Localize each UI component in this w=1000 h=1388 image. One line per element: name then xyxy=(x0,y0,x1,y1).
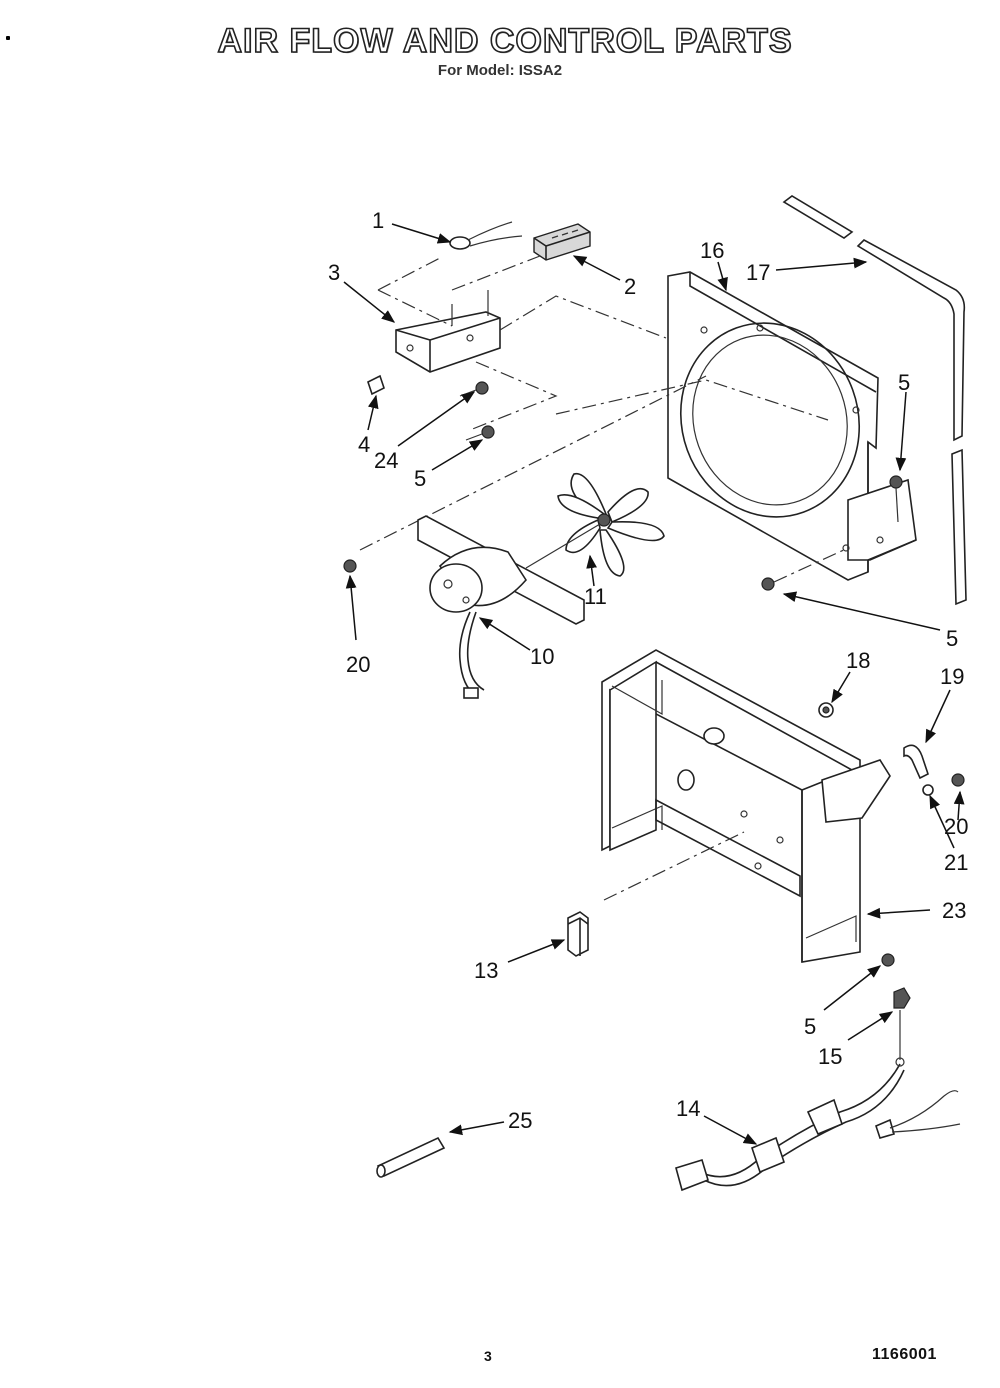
grommet-part-18 xyxy=(818,702,834,718)
callout-20-right: 20 xyxy=(944,814,968,839)
clip-part-4 xyxy=(367,374,385,396)
callout-2: 2 xyxy=(624,274,636,299)
screw-part-5-left xyxy=(465,425,495,441)
callout-25: 25 xyxy=(508,1108,532,1133)
callout-5-lower: 5 xyxy=(946,626,958,651)
callout-21: 21 xyxy=(944,850,968,875)
control-block-part-2 xyxy=(533,223,591,261)
screw-part-5-right xyxy=(889,475,903,523)
page-title: AIR FLOW AND CONTROL PARTS xyxy=(217,21,793,61)
seal-strips-part-17 xyxy=(782,195,967,606)
callout-5-left: 5 xyxy=(414,466,426,491)
callout-10: 10 xyxy=(530,644,554,669)
fan-blade-part-11 xyxy=(557,472,665,577)
bracket-part-3 xyxy=(377,255,667,431)
callout-3: 3 xyxy=(328,260,340,285)
hose-part-19 xyxy=(903,744,929,780)
callout-24: 24 xyxy=(374,448,398,473)
shroud-panel-part-16 xyxy=(359,271,917,581)
callout-17: 17 xyxy=(746,260,770,285)
lamp-part-1 xyxy=(449,221,523,250)
callout-5-right: 5 xyxy=(898,370,910,395)
screw-part-5-bottom xyxy=(881,953,895,967)
nut-part-15 xyxy=(893,987,911,1060)
callout-15: 15 xyxy=(818,1044,842,1069)
callout-13: 13 xyxy=(474,958,498,983)
callout-19: 19 xyxy=(940,664,964,689)
callout-20-left: 20 xyxy=(346,652,370,677)
callout-18: 18 xyxy=(846,648,870,673)
switch-part-13 xyxy=(567,911,589,957)
callout-numbers: 1 2 3 4 24 5 16 17 5 5 11 10 20 18 19 20… xyxy=(328,208,968,1133)
tube-part-25 xyxy=(376,1136,446,1178)
callout-1: 1 xyxy=(372,208,384,233)
screw-part-5-lower xyxy=(761,547,849,591)
screw-part-24 xyxy=(459,381,489,397)
callout-11: 11 xyxy=(584,584,607,609)
callout-5-bottom: 5 xyxy=(804,1014,816,1039)
power-cord-part-14 xyxy=(675,1057,961,1192)
screw-part-20-right xyxy=(951,773,965,787)
callout-14: 14 xyxy=(676,1096,700,1121)
callout-16: 16 xyxy=(700,238,724,263)
document-number: 1166001 xyxy=(872,1346,937,1363)
callout-23: 23 xyxy=(942,898,966,923)
control-housing-part-23 xyxy=(601,649,891,963)
washer-part-21 xyxy=(922,784,934,796)
model-subtitle: For Model: ISSA2 xyxy=(437,62,563,79)
page-number: 3 xyxy=(484,1348,492,1364)
corner-mark xyxy=(6,36,10,40)
motor-part-10 xyxy=(417,515,601,699)
callout-4: 4 xyxy=(358,432,370,457)
leader-arrows xyxy=(343,223,965,1145)
screw-part-20-left xyxy=(343,559,357,573)
